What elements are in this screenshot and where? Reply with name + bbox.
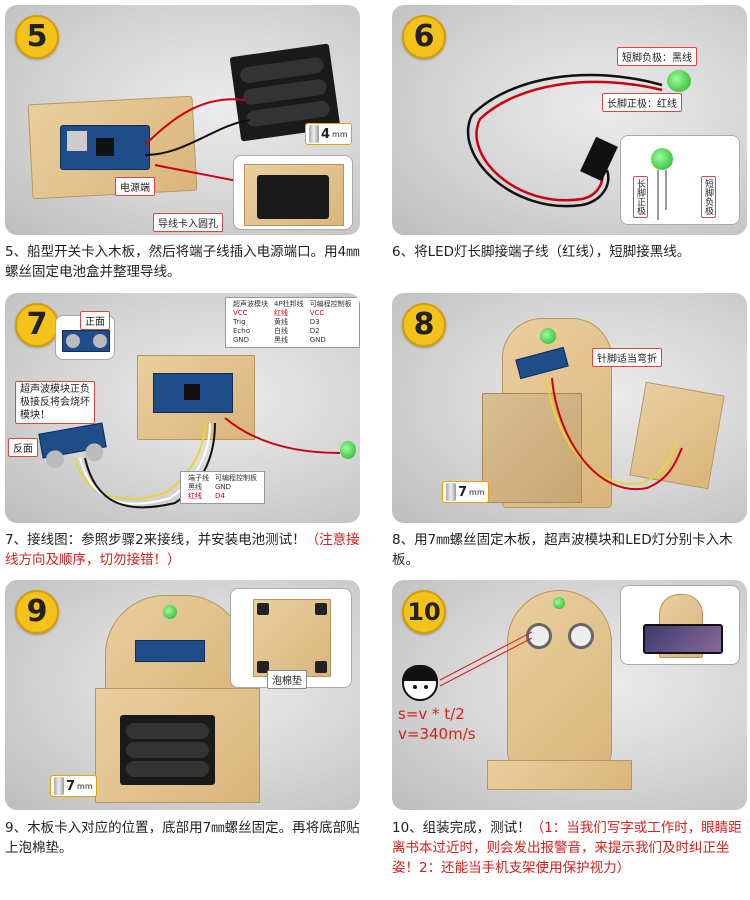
control-board-7 [153, 373, 233, 413]
led-bulb-8 [540, 328, 556, 344]
step-8-badge: 8 [402, 303, 446, 347]
foam-pad [315, 661, 327, 673]
step-6-panel: 6 短脚负极：黑线 长脚正极：红线 长脚正极 短脚负极 [392, 5, 747, 235]
owl-box-side [482, 393, 582, 503]
led-bulb-7 [340, 441, 356, 459]
step-7-badge: 7 [15, 303, 59, 347]
step-5-badge: 5 [15, 15, 59, 59]
led-bulb-9 [163, 605, 177, 619]
led-bulb [667, 70, 691, 92]
wiring-row: Trig 黄线 D3 [233, 318, 320, 326]
face-icon [402, 665, 438, 701]
owl-eye-left [526, 623, 552, 649]
wires-6 [466, 73, 663, 208]
step-7-caption: 7、接线图：参照步骤2来接线，并安装电池测试！（注意接线方向及顺序，切勿接错！） [5, 532, 360, 568]
wires-7 [74, 417, 341, 509]
foam-pad [315, 603, 327, 615]
screw-4mm-tag: 4 mm [305, 123, 352, 145]
step-5-inset [233, 155, 353, 230]
wiring-row: Echo 白线 D2 [233, 327, 320, 335]
phone-screen [643, 624, 723, 654]
label-short-leg: 短脚负极：黑线 [617, 47, 697, 66]
wiring-row: 红线 D4 [188, 492, 225, 500]
step-5-caption: 5、船型开关卡入木板，然后将端子线插入电源端口。用4㎜螺丝固定电池盒并整理导线。 [5, 244, 360, 280]
screw-icon [54, 777, 64, 795]
screw-7mm-tag-9: 7 mm [50, 775, 97, 797]
step-7-panel: 7 正面 超声波模块正负极接反将会烧坏模块！ 反面 超声波模块 4P杜邦线 可编… [5, 293, 360, 523]
phone-stand-inset [620, 585, 740, 665]
label-pin-bend: 针脚适当弯折 [592, 348, 662, 367]
wiring-row: GND 黑线 GND [233, 336, 326, 344]
battery-box-9 [120, 715, 215, 785]
label-foam-pad: 泡棉垫 [267, 670, 307, 689]
step-10-panel: 10 s=v * t/2 v=340m/s [392, 580, 747, 810]
label-front: 正面 [80, 311, 110, 330]
step-6-inset: 长脚正极 短脚负极 [620, 135, 740, 225]
wiring-row: 黑线 GND [188, 483, 232, 491]
step-6-caption: 6、将LED灯长脚接端子线（红线），短脚接黑线。 [392, 244, 691, 260]
step-8-caption: 8、用7㎜螺丝固定木板，超声波模块和LED灯分别卡入木板。 [392, 532, 733, 568]
screw-icon [309, 125, 319, 143]
ultrasonic-module-9 [135, 640, 205, 662]
inset-battery-box [257, 175, 329, 219]
owl-figure [507, 590, 612, 775]
label-power-port: 电源端 [115, 177, 155, 196]
ultrasonic-front-module [62, 330, 110, 352]
inset-led-bulb [651, 148, 673, 170]
step-5-panel: 5 电源端 导线卡入圆孔 4 mm [5, 5, 360, 235]
screw-7mm-tag-8: 7 mm [442, 481, 489, 503]
control-board [60, 125, 150, 170]
measure-lines [439, 631, 533, 687]
led-bulb-10 [553, 597, 565, 609]
label-warning: 超声波模块正负极接反将会烧坏模块！ [15, 381, 95, 424]
step-10-badge: 10 [402, 590, 446, 634]
screw-icon [446, 483, 456, 501]
label-long-leg-vertical: 长脚正极 [633, 176, 648, 218]
wiring-row: VCC 红线 VCC [233, 309, 325, 317]
wiring-table-1: 超声波模块 4P杜邦线 可编程控制板 VCC 红线 VCC Trig 黄线 D3… [225, 297, 360, 348]
label-short-leg-vertical: 短脚负极 [701, 176, 716, 218]
label-back: 反面 [8, 438, 38, 457]
label-long-leg: 长脚正极：红线 [602, 93, 682, 112]
step-10-caption: 10、组装完成，测试！（1：当我们写字或工作时，眼睛距离书本过近时，则会发出报警… [392, 820, 742, 876]
foam-pad [257, 603, 269, 615]
wires-8 [546, 377, 683, 491]
step-9-caption: 9、木板卡入对应的位置，底部用7㎜螺丝固定。再将底部贴上泡棉垫。 [5, 820, 360, 856]
foam-pad [257, 661, 269, 673]
owl-base [487, 760, 632, 790]
owl-eye-right [568, 623, 594, 649]
step-9-panel: 9 7 mm 泡棉垫 [5, 580, 360, 810]
label-wire-hole: 导线卡入圆孔 [153, 213, 223, 232]
wiring-table-2: 端子线 可编程控制板 黑线 GND 红线 D4 [180, 471, 265, 504]
step-8-panel: 8 针脚适当弯折 7 mm [392, 293, 747, 523]
foam-pad-inset [230, 588, 352, 688]
step-9-badge: 9 [15, 590, 59, 634]
step-6-badge: 6 [402, 15, 446, 59]
formula: s=v * t/2 v=340m/s [398, 705, 476, 743]
